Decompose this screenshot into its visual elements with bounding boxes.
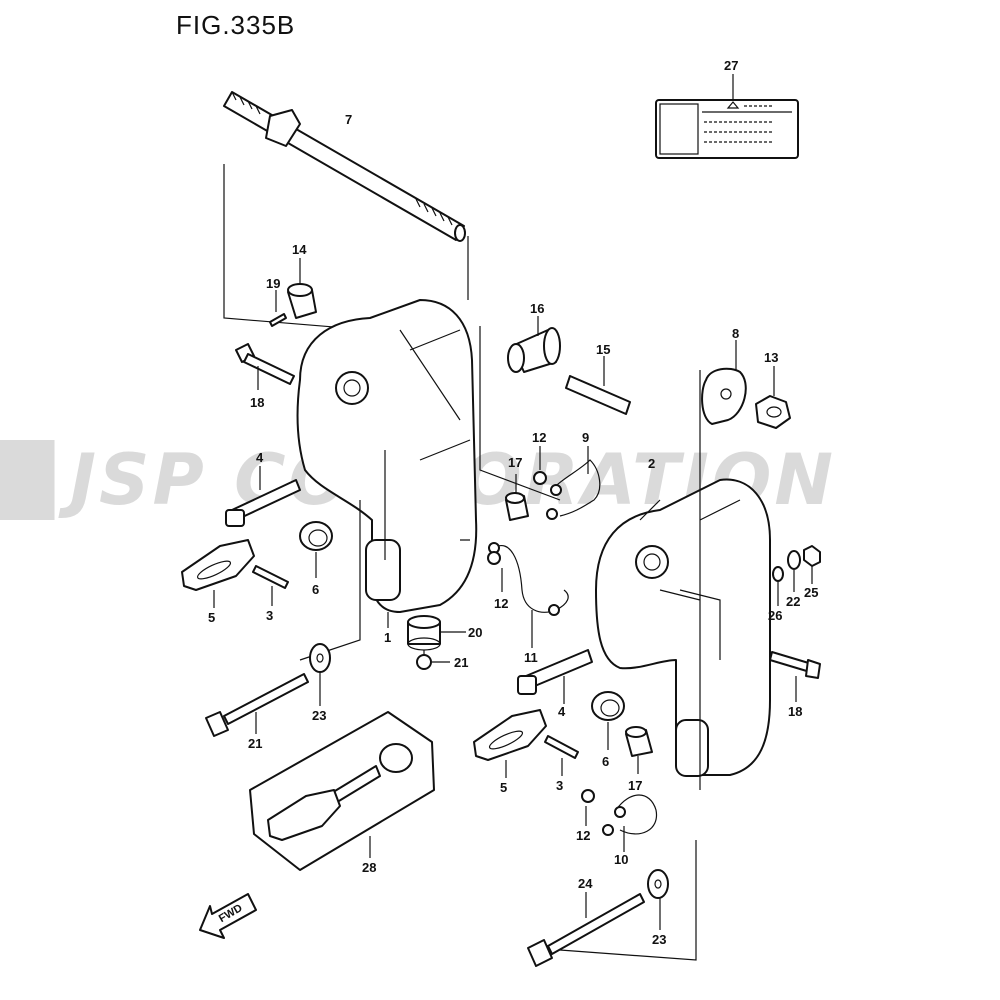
callout-24: 24 (578, 876, 593, 891)
callout-16: 16 (530, 301, 544, 316)
part-16-bushing (507, 316, 561, 373)
part-23-washer-a (309, 643, 331, 706)
part-9-strap (546, 446, 601, 520)
callout-9: 9 (582, 430, 589, 445)
callout-17-b: 17 (628, 778, 642, 793)
callout-25: 25 (804, 585, 818, 600)
part-17-bushing-b (625, 726, 653, 774)
part-11-strap (488, 542, 569, 648)
callout-28: 28 (362, 860, 376, 875)
callout-10: 10 (614, 852, 628, 867)
callout-13: 13 (764, 350, 778, 365)
part-7-tube (223, 91, 469, 339)
callout-3-b: 3 (556, 778, 563, 793)
part-3-pin-b (544, 735, 579, 776)
figure-title: FIG.335B (176, 10, 296, 40)
callout-20: 20 (468, 625, 482, 640)
callout-23-a: 23 (312, 708, 326, 723)
part-5-handle-b (473, 709, 547, 778)
part-24-bolt (527, 892, 645, 967)
callout-17-a: 17 (508, 455, 522, 470)
fwd-arrow-icon: FWD (199, 893, 257, 939)
part-17-bushing-a (505, 474, 529, 521)
callout-labels: 7 27 14 19 16 15 8 13 18 12 9 17 2 4 6 5… (208, 58, 818, 947)
callout-18-lower: 18 (788, 704, 802, 719)
callout-21-a: 21 (454, 655, 468, 670)
callout-6-a: 6 (312, 582, 319, 597)
callout-7: 7 (345, 112, 352, 127)
part-25-nut (803, 545, 821, 584)
part-4-rod-b (517, 649, 593, 704)
part-20-cushion (407, 615, 466, 651)
part-27-label (655, 74, 799, 159)
callout-26: 26 (768, 608, 782, 623)
part-3-pin-a (252, 565, 289, 606)
part-14-collar (287, 258, 317, 319)
callout-23-b: 23 (652, 932, 666, 947)
part-21-bolt-long (205, 673, 309, 737)
callout-8: 8 (732, 326, 739, 341)
callout-4-a: 4 (256, 450, 264, 465)
part-15-pin (479, 326, 631, 501)
part-13-nut (755, 366, 791, 429)
callout-15: 15 (596, 342, 610, 357)
part-22-washer (787, 550, 801, 592)
callout-11: 11 (524, 650, 538, 665)
part-6-cap-a (299, 521, 333, 578)
callout-5-a: 5 (208, 610, 215, 625)
callout-12-b: 12 (494, 596, 508, 611)
callout-12-a: 12 (532, 430, 546, 445)
part-12-screw-c (581, 789, 595, 826)
callout-3-a: 3 (266, 608, 273, 623)
part-19-pin (269, 290, 287, 327)
callout-2: 2 (648, 456, 655, 471)
callout-21-b: 21 (248, 736, 262, 751)
part-4-rod-a (225, 466, 301, 527)
part-12-screw-b (487, 551, 503, 592)
callout-12-c: 12 (576, 828, 590, 843)
callout-6-b: 6 (602, 754, 609, 769)
part-28-kit (249, 711, 435, 871)
part-23-washer-b (647, 869, 669, 930)
callout-22: 22 (786, 594, 800, 609)
part-1-clamp-bracket-left (296, 299, 478, 661)
part-18-bolt-upper (235, 343, 295, 390)
watermark-logo: █ (0, 440, 57, 520)
part-5-handle-a (181, 539, 255, 608)
part-18-bolt-lower (769, 651, 821, 702)
callout-4-b: 4 (558, 704, 566, 719)
callout-18-upper: 18 (250, 395, 264, 410)
callout-14: 14 (292, 242, 307, 257)
callout-27: 27 (724, 58, 738, 73)
part-2-clamp-bracket-right (559, 370, 771, 961)
callout-1: 1 (384, 630, 391, 645)
part-10-strap (602, 794, 658, 852)
callout-5-b: 5 (500, 780, 507, 795)
part-26-washer (772, 566, 784, 606)
part-21-screw-small (416, 650, 450, 670)
part-6-cap-b (591, 691, 625, 750)
callout-19: 19 (266, 276, 280, 291)
part-8-plate (701, 340, 747, 425)
part-12-screw-a (533, 446, 547, 485)
